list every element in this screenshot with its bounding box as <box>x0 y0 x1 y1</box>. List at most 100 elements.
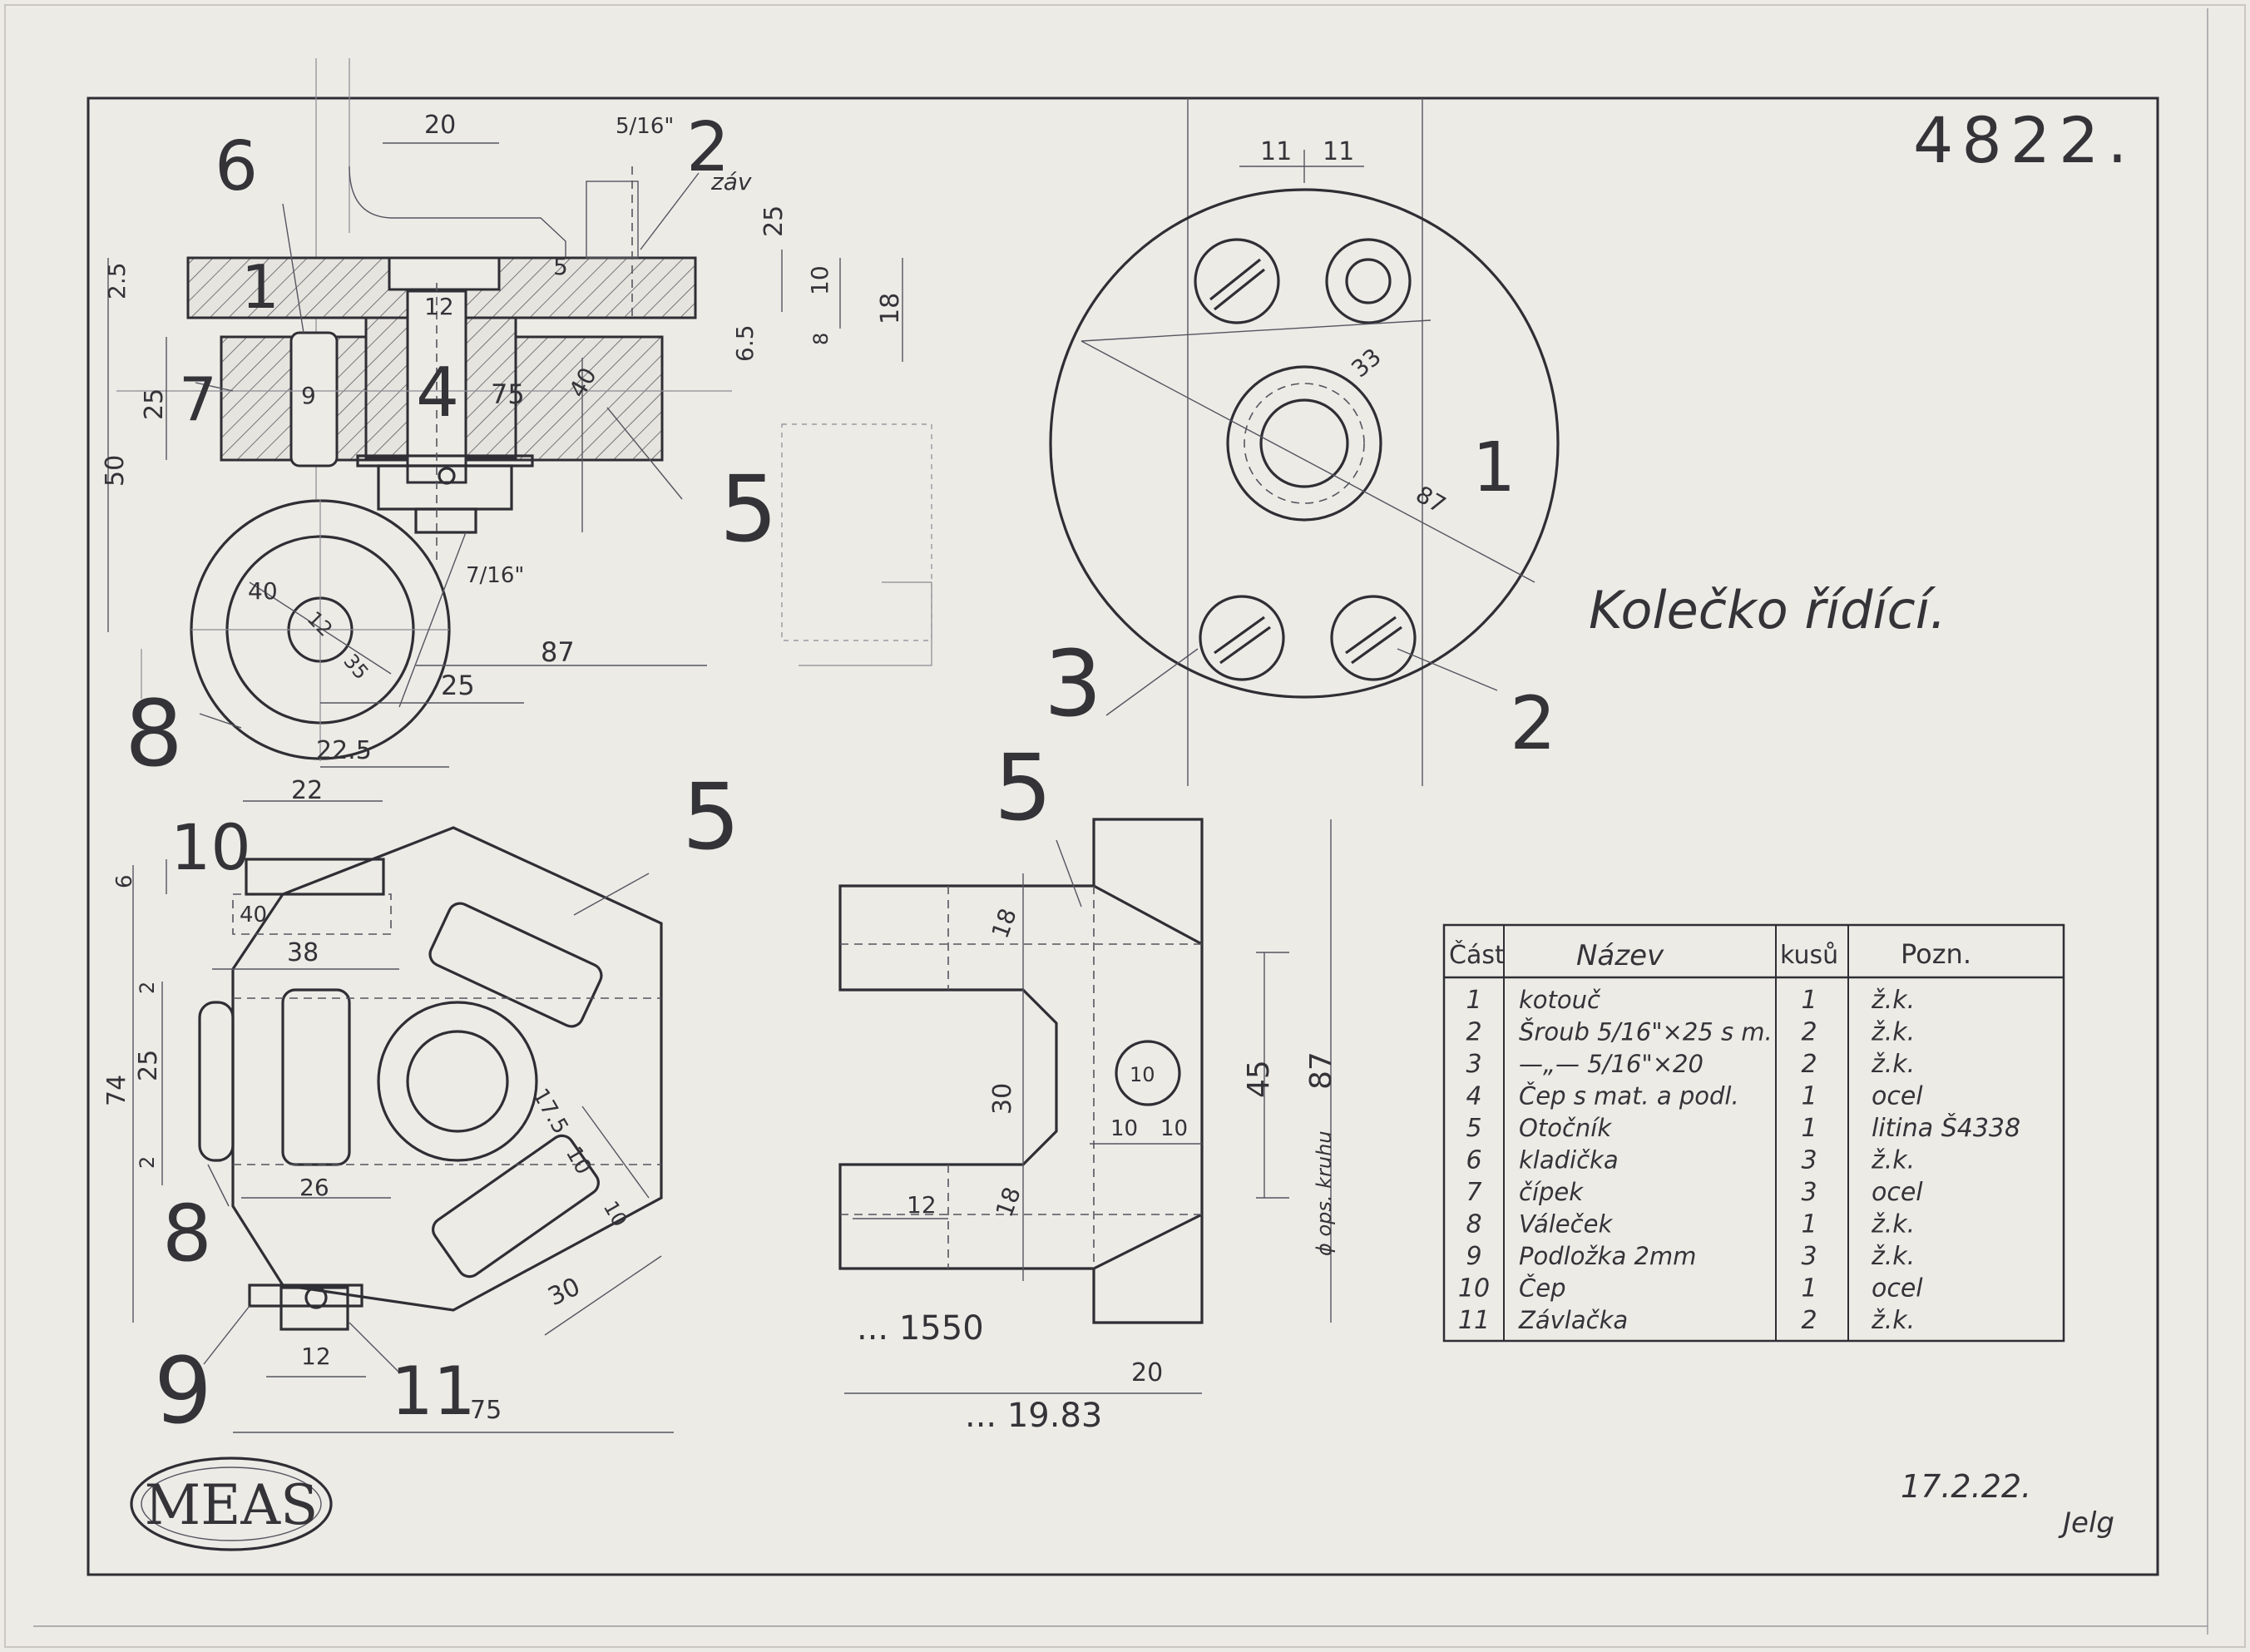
label-part-9: 9 <box>154 1338 212 1444</box>
dim-zav: záv <box>710 168 752 195</box>
label-part-2-circle: 2 <box>1510 680 1556 766</box>
dim-11-b: 11 <box>1323 137 1354 166</box>
table-cell: ž.k. <box>1871 1210 1915 1239</box>
table-cell: 6 <box>1466 1146 1481 1175</box>
dim-40-ring: 40 <box>248 577 278 605</box>
table-cell: ž.k. <box>1871 1242 1915 1271</box>
dim-25-v: 25 <box>759 205 789 237</box>
table-cell: 4 <box>1466 1082 1481 1111</box>
label-part-4: 4 <box>416 354 459 433</box>
table-cell: 11 <box>1458 1306 1490 1335</box>
table-cell: 2 <box>1801 1018 1817 1047</box>
drawing-number: 4822. <box>1913 103 2136 177</box>
table-cell: 3 <box>1801 1178 1817 1207</box>
drawing-frame <box>87 96 2159 1576</box>
screw-head-1 <box>1194 238 1280 324</box>
table-cell: litina Š4338 <box>1872 1112 2020 1143</box>
dim-25-h: 25 <box>441 670 475 701</box>
logo-text: MEAS <box>145 1473 319 1537</box>
dim-87-side: 87 <box>1304 1051 1338 1090</box>
disc-outline <box>1049 188 1560 699</box>
label-part-8-top: 8 <box>125 680 183 787</box>
paper-edge <box>4 4 2246 1648</box>
table-cell: Otočník <box>1519 1114 1612 1142</box>
dim-40-plan: 40 <box>240 903 267 927</box>
drawing-date: 17.2.22. <box>1901 1468 2031 1505</box>
label-part-5-side: 5 <box>994 734 1052 841</box>
dim-74: 74 <box>102 1075 131 1106</box>
table-header-kusu: kusů <box>1780 941 1838 970</box>
table-cell: 1 <box>1466 986 1481 1015</box>
dim-75-plan: 75 <box>470 1396 502 1425</box>
dim-20-top: 20 <box>424 111 456 140</box>
dim-12-side: 12 <box>907 1191 937 1219</box>
label-part-6: 6 <box>215 127 258 206</box>
table-cell: čípek <box>1519 1178 1584 1206</box>
dim-2-a: 2 <box>136 982 159 994</box>
dim-87-h: 87 <box>541 636 575 668</box>
dim-10-a: 10 <box>1110 1116 1138 1141</box>
table-cell: Závlačka <box>1518 1306 1628 1334</box>
section-view <box>107 58 932 666</box>
table-cell: 1 <box>1801 1082 1817 1111</box>
faint-stamp-2: ... 19.83 <box>965 1397 1102 1435</box>
dim-9: 9 <box>301 382 316 409</box>
dim-20-side: 20 <box>1131 1358 1163 1387</box>
label-part-5-section: 5 <box>720 456 778 562</box>
table-cell: ocel <box>1872 1082 1923 1111</box>
table-cell: 2 <box>1466 1018 1481 1047</box>
dim-38: 38 <box>287 938 319 967</box>
table-cell: 8 <box>1466 1210 1481 1239</box>
dim-5-16: 5/16" <box>616 114 674 139</box>
dim-25-plan: 25 <box>134 1050 163 1081</box>
table-cell: 2 <box>1801 1050 1817 1079</box>
table-cell: ž.k. <box>1871 1050 1915 1079</box>
label-part-5-plan: 5 <box>682 764 740 870</box>
table-cell: Čep s mat. a podl. <box>1519 1082 1739 1110</box>
table-cell: ocel <box>1872 1274 1923 1303</box>
table-cell: 1 <box>1801 1114 1817 1143</box>
drawing-title: Kolečko řídící. <box>1589 580 1946 641</box>
dim-30-side: 30 <box>988 1083 1017 1115</box>
screw-head-4 <box>1330 595 1417 681</box>
dim-10: 10 <box>806 265 833 295</box>
table-cell: kladička <box>1519 1146 1619 1175</box>
table-cell: Čep <box>1519 1274 1566 1303</box>
label-part-1-section: 1 <box>241 252 279 322</box>
table-cell: 10 <box>1458 1274 1490 1303</box>
screw-head-3 <box>1199 595 1285 681</box>
table-cell: ocel <box>1872 1178 1923 1207</box>
dim-11-a: 11 <box>1260 137 1292 166</box>
table-cell: 3 <box>1801 1242 1817 1271</box>
table-cell: kotouč <box>1519 986 1601 1014</box>
meas-logo: MEAS <box>130 1457 333 1551</box>
table-header-pozn: Pozn. <box>1901 938 1971 970</box>
dim-12-shaft: 12 <box>424 293 454 320</box>
roller-view <box>141 499 707 768</box>
table-cell: ž.k. <box>1871 1018 1915 1047</box>
label-part-3: 3 <box>1044 631 1102 737</box>
table-cell: 1 <box>1801 1274 1817 1303</box>
label-part-11: 11 <box>391 1353 476 1430</box>
table-cell: ž.k. <box>1871 1146 1915 1175</box>
dim-10-b: 10 <box>1160 1116 1188 1141</box>
dim-12-pin: 12 <box>301 1343 331 1370</box>
table-cell: ž.k. <box>1871 986 1915 1015</box>
signature: Jelg <box>2058 1506 2114 1540</box>
table-cell: 5 <box>1466 1114 1481 1143</box>
faint-stamp-1: ... 1550 <box>857 1309 984 1348</box>
table-cell: Podložka 2mm <box>1519 1242 1696 1270</box>
table-cell: Šroub 5/16"×25 s m. <box>1519 1018 1773 1046</box>
dim-26: 26 <box>299 1174 329 1201</box>
table-cell: 7 <box>1466 1178 1481 1207</box>
dim-22: 22 <box>291 776 323 805</box>
dim-50: 50 <box>101 455 130 487</box>
table-cell: 3 <box>1801 1146 1817 1175</box>
dim-7-16: 7/16" <box>466 563 524 588</box>
table-cell: 3 <box>1466 1050 1481 1079</box>
label-part-10: 10 <box>171 810 251 884</box>
dim-5: 5 <box>553 253 568 280</box>
label-part-2-top: 2 <box>686 108 729 187</box>
